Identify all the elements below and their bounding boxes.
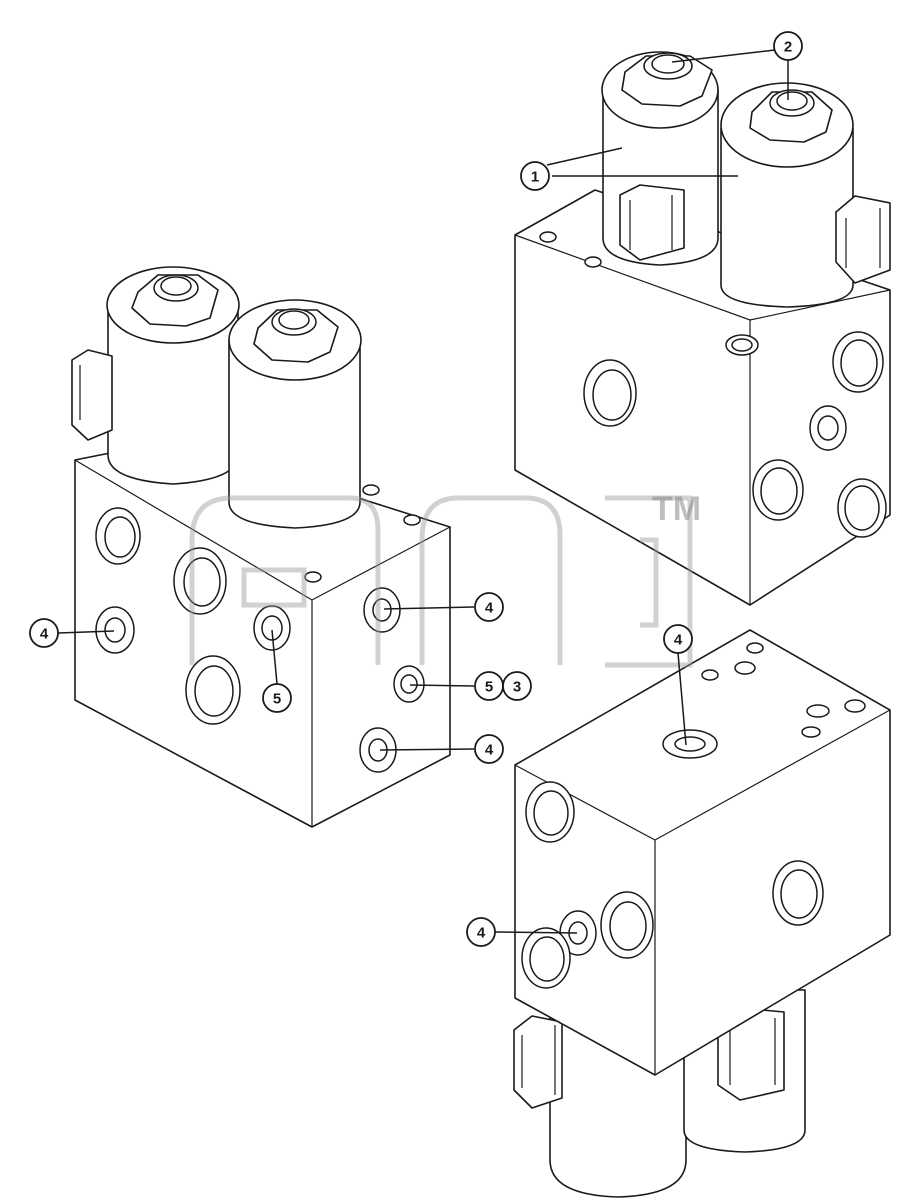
solenoid-coil-rear — [71, 266, 240, 485]
svg-text:4: 4 — [485, 742, 494, 759]
callout-4-bottom-block: 4 — [466, 917, 496, 947]
svg-text:4: 4 — [674, 632, 683, 649]
callout-4-top-block: 4 — [663, 624, 693, 654]
valve-assembly-lower-right — [513, 629, 891, 1198]
svg-text:4: 4 — [477, 925, 486, 942]
svg-text:3: 3 — [513, 679, 521, 696]
callout-5-left: 5 — [262, 683, 292, 713]
svg-text:5: 5 — [273, 691, 281, 708]
valve-assembly-left — [71, 266, 451, 828]
callout-2: 2 — [773, 31, 803, 61]
solenoid-coil-front — [228, 299, 362, 529]
leader-lines — [57, 49, 789, 934]
watermark-trademark: TM — [652, 490, 701, 528]
callout-4-left: 4 — [29, 618, 59, 648]
svg-text:4: 4 — [40, 626, 49, 643]
svg-text:5: 5 — [485, 679, 493, 696]
callout-4-upper: 4 — [474, 592, 504, 622]
svg-text:2: 2 — [784, 39, 792, 56]
callout-3: 3 — [502, 671, 532, 701]
callout-4-lower: 4 — [474, 734, 504, 764]
valve-assembly-upper-right — [514, 51, 891, 606]
callout-1: 1 — [520, 161, 550, 191]
svg-text:1: 1 — [531, 169, 539, 186]
watermark-logo: TM — [189, 490, 701, 668]
solenoid-coil-front — [720, 82, 891, 308]
solenoid-coil-rear — [601, 51, 719, 266]
svg-text:4: 4 — [485, 600, 494, 617]
callout-5-mid: 5 — [474, 671, 504, 701]
